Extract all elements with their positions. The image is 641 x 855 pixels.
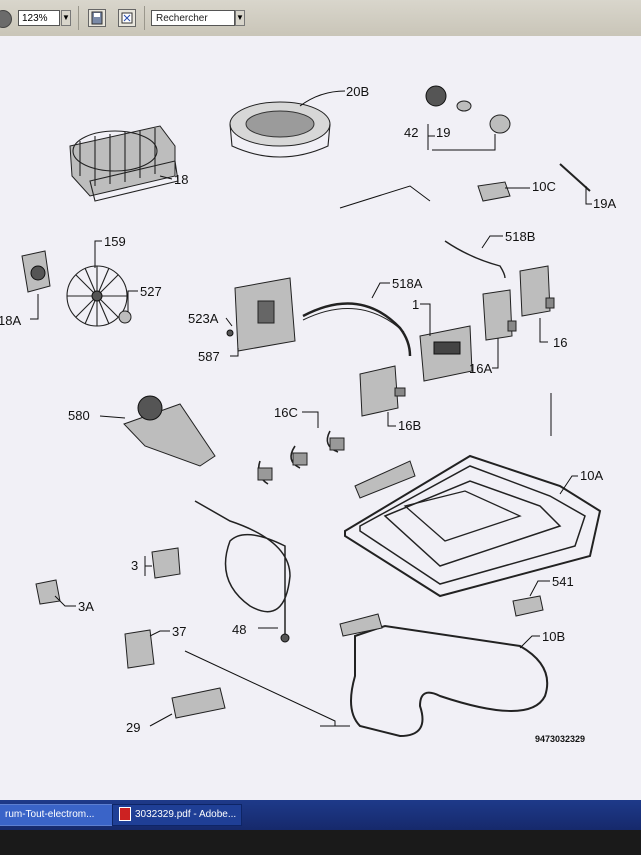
part-42-lamp — [425, 85, 511, 134]
part-16-switch — [519, 265, 555, 317]
taskbar: rum-Tout-electrom... 3032329.pdf - Adobe… — [0, 800, 641, 830]
part-20b-dish — [229, 101, 331, 158]
label-3a: 3A — [78, 599, 94, 614]
part-3a-clip — [35, 579, 61, 605]
taskbar-item-forum[interactable]: rum-Tout-electrom... — [0, 804, 118, 826]
taskbar-item-label: rum-Tout-electrom... — [5, 809, 95, 820]
part-10c-sensor — [477, 181, 511, 202]
label-16b: 16B — [398, 418, 421, 433]
zoom-input[interactable]: 123% — [18, 10, 60, 26]
label-518a: 518A — [392, 276, 423, 291]
label-18a: 18A — [0, 313, 21, 328]
part-580-timer — [123, 395, 216, 467]
part-37-terminal — [124, 629, 155, 669]
fit-page-icon[interactable] — [118, 9, 136, 27]
label-19a: 19A — [593, 196, 616, 211]
label-527: 527 — [140, 284, 162, 299]
search-dropdown-icon[interactable]: ▼ — [235, 10, 245, 26]
part-16c-thermostats — [257, 430, 345, 485]
label-523a: 523A — [188, 311, 219, 326]
label-518b: 518B — [505, 229, 535, 244]
part-159-fan — [66, 265, 128, 327]
part-3-bracket — [151, 547, 181, 579]
part-527-nut — [118, 310, 132, 324]
nav-circle-icon[interactable] — [0, 10, 12, 28]
label-10b: 10B — [542, 629, 565, 644]
part-587-board — [226, 277, 296, 352]
label-19: 19 — [436, 125, 450, 140]
part-10a-element — [344, 454, 602, 598]
label-3: 3 — [131, 558, 138, 573]
label-48: 48 — [232, 622, 246, 637]
label-18: 18 — [174, 172, 188, 187]
part-1-display — [419, 325, 473, 382]
search-input[interactable]: Rechercher — [151, 10, 235, 26]
label-16: 16 — [553, 335, 567, 350]
toolbar-divider — [144, 6, 145, 30]
part-18-motor — [69, 125, 179, 202]
label-42: 42 — [404, 125, 418, 140]
taskbar-item-pdf[interactable]: 3032329.pdf - Adobe... — [112, 804, 242, 826]
zoom-dropdown-icon[interactable]: ▼ — [61, 10, 71, 26]
part-518b-cable — [444, 240, 506, 279]
document-number: 9473032329 — [535, 734, 585, 744]
part-16a-switch — [482, 289, 517, 341]
pdf-icon — [119, 807, 131, 822]
label-16c: 16C — [274, 405, 298, 420]
toolbar-divider — [78, 6, 79, 30]
part-16b-selector — [359, 365, 406, 417]
part-518a-harness — [302, 302, 412, 357]
part-48-probe — [194, 500, 291, 643]
label-587: 587 — [198, 349, 220, 364]
screen-bezel — [0, 830, 641, 855]
label-37: 37 — [172, 624, 186, 639]
part-541-sensor — [512, 595, 544, 617]
label-10c: 10C — [532, 179, 556, 194]
pdf-toolbar: 123% ▼ Rechercher ▼ — [0, 0, 641, 37]
document-page: 18 20B 42 19 10C 19A 18A 159 527 — [0, 36, 641, 800]
taskbar-item-label: 3032329.pdf - Adobe... — [135, 809, 237, 820]
part-18a-bracket — [21, 250, 51, 293]
part-29-switch — [171, 687, 226, 719]
save-icon[interactable] — [88, 9, 106, 27]
label-10a: 10A — [580, 468, 603, 483]
label-541: 541 — [552, 574, 574, 589]
label-29: 29 — [126, 720, 140, 735]
label-159: 159 — [104, 234, 126, 249]
label-1: 1 — [412, 297, 419, 312]
parts-diagram: 18 20B 42 19 10C 19A 18A 159 527 — [0, 84, 616, 744]
label-580: 580 — [68, 408, 90, 423]
label-20b: 20B — [346, 84, 369, 99]
label-16a: 16A — [469, 361, 492, 376]
part-10b-element — [339, 613, 549, 738]
